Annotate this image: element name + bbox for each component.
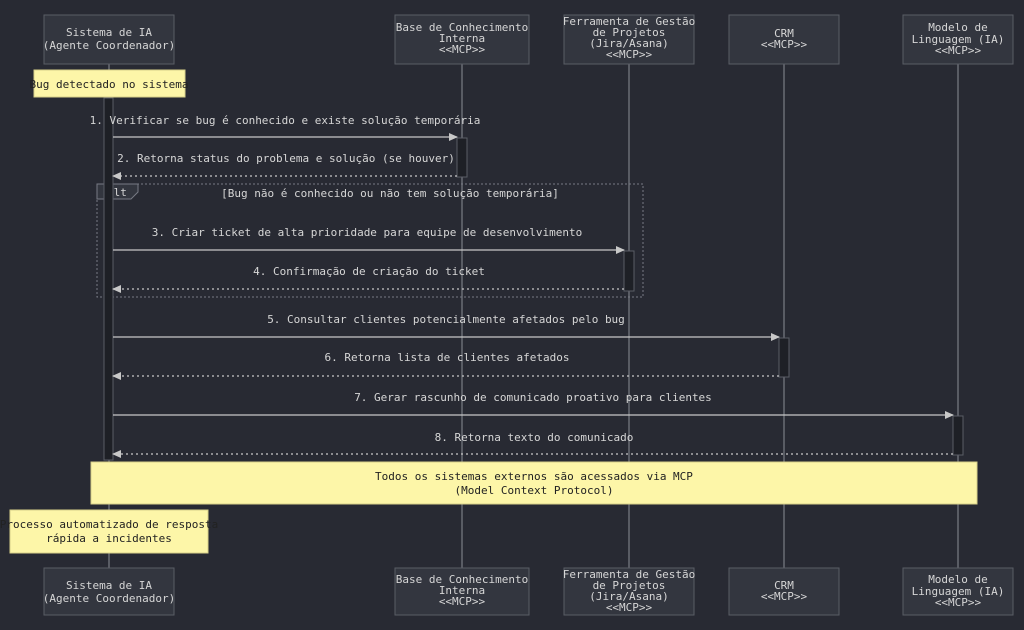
actor-llm-bottom-line-2: Linguagem (IA) <box>912 585 1005 598</box>
note-end-line-2: rápida a incidentes <box>46 532 172 545</box>
actor-pm-top-line-4: <<MCP>> <box>606 48 653 61</box>
message-8: 8. Retorna texto do comunicado <box>112 431 953 458</box>
message-3: 3. Criar ticket de alta prioridade para … <box>113 226 625 254</box>
message-label-5: 5. Consultar clientes potencialmente afe… <box>267 313 625 326</box>
message-5: 5. Consultar clientes potencialmente afe… <box>113 313 780 341</box>
actor-crm-top-line-1: CRM <box>774 27 794 40</box>
actor-llm-bottom-line-3: <<MCP>> <box>935 596 982 609</box>
actor-pm-top: Ferramenta de Gestão de Projetos (Jira/A… <box>563 14 695 65</box>
message-label-6: 6. Retorna lista de clientes afetados <box>324 351 569 364</box>
actor-crm-top: CRM <<MCP>> <box>728 14 840 65</box>
message-label-2: 2. Retorna status do problema e solução … <box>117 152 455 165</box>
actor-pm-bottom-box <box>563 567 695 616</box>
activation-pm <box>623 250 635 292</box>
message-label-7: 7. Gerar rascunho de comunicado proativo… <box>354 391 712 404</box>
actor-crm-bottom: CRM <<MCP>> <box>728 567 840 616</box>
message-label-4: 4. Confirmação de criação do ticket <box>253 265 485 278</box>
note-end-line-1: Processo automatizado de resposta <box>0 518 218 531</box>
message-6: 6. Retorna lista de clientes afetados <box>112 351 779 380</box>
actor-ia-bottom: Sistema de IA (Agente Coordenador) <box>43 567 175 616</box>
actor-ia-top-line-1: Sistema de IA <box>66 26 152 39</box>
note-mcp: Todos os sistemas externos são acessados… <box>90 461 978 505</box>
note-mcp-box <box>90 461 978 505</box>
actors-top: Sistema de IA (Agente Coordenador) Base … <box>43 14 1014 65</box>
actor-llm-bottom-box <box>902 567 1014 616</box>
actor-llm-top-line-2: Linguagem (IA) <box>912 33 1005 46</box>
note-start-text: Bug detectado no sistema <box>30 78 189 91</box>
actor-llm-bottom: Modelo de Linguagem (IA) <<MCP>> <box>902 567 1014 616</box>
actor-pm-bottom: Ferramenta de Gestão de Projetos (Jira/A… <box>563 567 695 616</box>
actor-base-bottom-box <box>394 567 530 616</box>
actor-base-bottom-line-2: Interna <box>439 584 485 597</box>
actors-bottom: Sistema de IA (Agente Coordenador) Base … <box>43 567 1014 616</box>
note-start-box <box>33 69 186 98</box>
alt-frame-condition: [Bug não é conhecido ou não tem solução … <box>221 187 559 200</box>
messages: 1. Verificar se bug é conhecido e existe… <box>90 114 954 458</box>
actor-crm-top-line-2: <<MCP>> <box>761 38 808 51</box>
actor-pm-top-line-1: Ferramenta de Gestão <box>563 15 695 28</box>
note-mcp-line-1: Todos os sistemas externos são acessados… <box>375 470 693 483</box>
actor-base-top-box <box>394 14 530 65</box>
message-4: 4. Confirmação de criação do ticket <box>112 265 624 293</box>
actor-crm-bottom-line-1: CRM <box>774 579 794 592</box>
actor-crm-bottom-line-2: <<MCP>> <box>761 590 808 603</box>
message-2: 2. Retorna status do problema e solução … <box>112 152 457 180</box>
actor-pm-top-line-3: (Jira/Asana) <box>589 37 668 50</box>
actor-ia-bottom-line-1: Sistema de IA <box>66 579 152 592</box>
alt-frame: alt [Bug não é conhecido ou não tem solu… <box>96 183 644 298</box>
activation-base <box>456 137 468 178</box>
actor-ia-bottom-box <box>43 567 175 616</box>
message-label-1: 1. Verificar se bug é conhecido e existe… <box>90 114 481 127</box>
actor-llm-top-line-3: <<MCP>> <box>935 44 982 57</box>
activations <box>103 97 964 461</box>
actor-llm-top-box <box>902 14 1014 65</box>
message-1: 1. Verificar se bug é conhecido e existe… <box>90 114 481 141</box>
activation-crm <box>778 337 790 378</box>
actor-pm-bottom-line-2: de Projetos <box>593 579 666 592</box>
note-end-box <box>9 509 209 554</box>
note-start: Bug detectado no sistema <box>30 69 189 98</box>
note-mcp-line-2: (Model Context Protocol) <box>455 484 614 497</box>
actor-base-bottom-line-3: <<MCP>> <box>439 595 486 608</box>
actor-base-top-line-2: Interna <box>439 32 485 45</box>
actor-base-bottom: Base de Conhecimento Interna <<MCP>> <box>394 567 530 616</box>
actor-pm-bottom-line-1: Ferramenta de Gestão <box>563 568 695 581</box>
message-7: 7. Gerar rascunho de comunicado proativo… <box>113 391 954 419</box>
alt-frame-border <box>96 183 644 298</box>
activation-llm <box>952 415 964 456</box>
actor-ia-top-line-2: (Agente Coordenador) <box>43 39 175 52</box>
actor-pm-top-box <box>563 14 695 65</box>
actor-llm-top-line-1: Modelo de <box>928 21 988 34</box>
actor-base-top-line-3: <<MCP>> <box>439 43 486 56</box>
actor-ia-top-box <box>43 14 175 65</box>
message-label-3: 3. Criar ticket de alta prioridade para … <box>152 226 582 239</box>
actor-pm-top-line-2: de Projetos <box>593 26 666 39</box>
actor-crm-bottom-box <box>728 567 840 616</box>
note-end: Processo automatizado de resposta rápida… <box>0 509 218 554</box>
actor-ia-bottom-line-2: (Agente Coordenador) <box>43 592 175 605</box>
actor-base-top-line-1: Base de Conhecimento <box>396 21 528 34</box>
actor-base-top: Base de Conhecimento Interna <<MCP>> <box>394 14 530 65</box>
message-label-8: 8. Retorna texto do comunicado <box>435 431 634 444</box>
actor-llm-top: Modelo de Linguagem (IA) <<MCP>> <box>902 14 1014 65</box>
actor-pm-bottom-line-4: <<MCP>> <box>606 601 653 614</box>
actor-pm-bottom-line-3: (Jira/Asana) <box>589 590 668 603</box>
actor-base-bottom-line-1: Base de Conhecimento <box>396 573 528 586</box>
actor-ia-top: Sistema de IA (Agente Coordenador) <box>43 14 175 65</box>
activation-ia <box>103 97 114 461</box>
actor-llm-bottom-line-1: Modelo de <box>928 573 988 586</box>
actor-crm-top-box <box>728 14 840 65</box>
